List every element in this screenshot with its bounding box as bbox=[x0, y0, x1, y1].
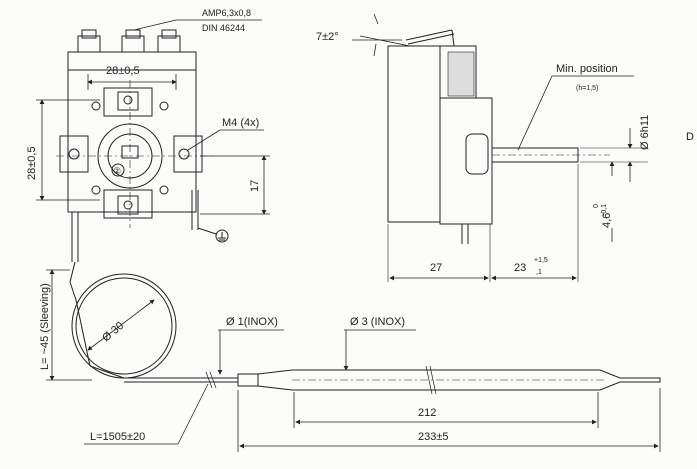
width-dim-label: 28±0,5 bbox=[106, 65, 140, 77]
flat-tol-upper: 0 bbox=[593, 204, 600, 208]
min-position-label: Min. position bbox=[556, 63, 618, 75]
inox1-label: Ø 1(INOX) bbox=[226, 316, 278, 328]
shaft-offset-label: 17 bbox=[249, 180, 261, 192]
shaft-length-label: 23 bbox=[514, 262, 526, 274]
inox3-label: Ø 3 (INOX) bbox=[350, 316, 405, 328]
total-length-dimension bbox=[237, 388, 661, 452]
capillary-length-callout bbox=[84, 383, 209, 445]
body-depth-label: 27 bbox=[430, 262, 442, 274]
body-outline bbox=[67, 51, 197, 213]
angle-label: 7±2° bbox=[316, 31, 339, 43]
edge-letter: D bbox=[686, 131, 694, 143]
width-dimension bbox=[87, 74, 177, 90]
angle-dimension bbox=[352, 13, 411, 57]
flat-tol-lower: -0,1 bbox=[601, 204, 608, 216]
top-terminals bbox=[77, 29, 181, 53]
height-dimension bbox=[36, 99, 100, 201]
front-view bbox=[56, 29, 229, 283]
inox-callouts bbox=[217, 329, 416, 375]
min-position-callout bbox=[517, 75, 634, 151]
bulb-length-dimension bbox=[293, 392, 599, 428]
coil-diameter-label: Ø 30 bbox=[100, 320, 126, 345]
capillary-coil bbox=[69, 273, 204, 383]
flat-dim-label: 4,6 bbox=[601, 213, 613, 228]
side-view bbox=[387, 29, 648, 282]
capillary-length-label: L=1505±20 bbox=[90, 431, 145, 443]
shaft-diameter-label: Ø 6h11 bbox=[639, 115, 651, 150]
total-length-label: 233±5 bbox=[418, 431, 449, 443]
bulb-length-label: 212 bbox=[418, 407, 436, 419]
bulb bbox=[204, 365, 661, 395]
shaft-tol-upper: +1,5 bbox=[534, 257, 548, 264]
shaft-offset-dimension bbox=[200, 155, 270, 215]
connector-standard: DIN 46244 bbox=[202, 23, 245, 33]
terminal-number: ② bbox=[113, 166, 121, 176]
min-position-sub: (h=1,5) bbox=[576, 85, 598, 92]
connector-callout bbox=[133, 19, 262, 31]
mount-callout bbox=[187, 129, 264, 151]
side-body bbox=[387, 45, 441, 223]
sleeving-dimension bbox=[46, 269, 92, 381]
shaft-tol-lower: ,1 bbox=[536, 269, 542, 276]
height-dim-label: 28±0,5 bbox=[26, 146, 38, 180]
connector-spec: AMP6,3x0,8 bbox=[202, 8, 251, 18]
sleeving-label: L= ~45 (Sleeving) bbox=[39, 283, 51, 370]
mount-holes-label: M4 (4x) bbox=[222, 117, 259, 129]
